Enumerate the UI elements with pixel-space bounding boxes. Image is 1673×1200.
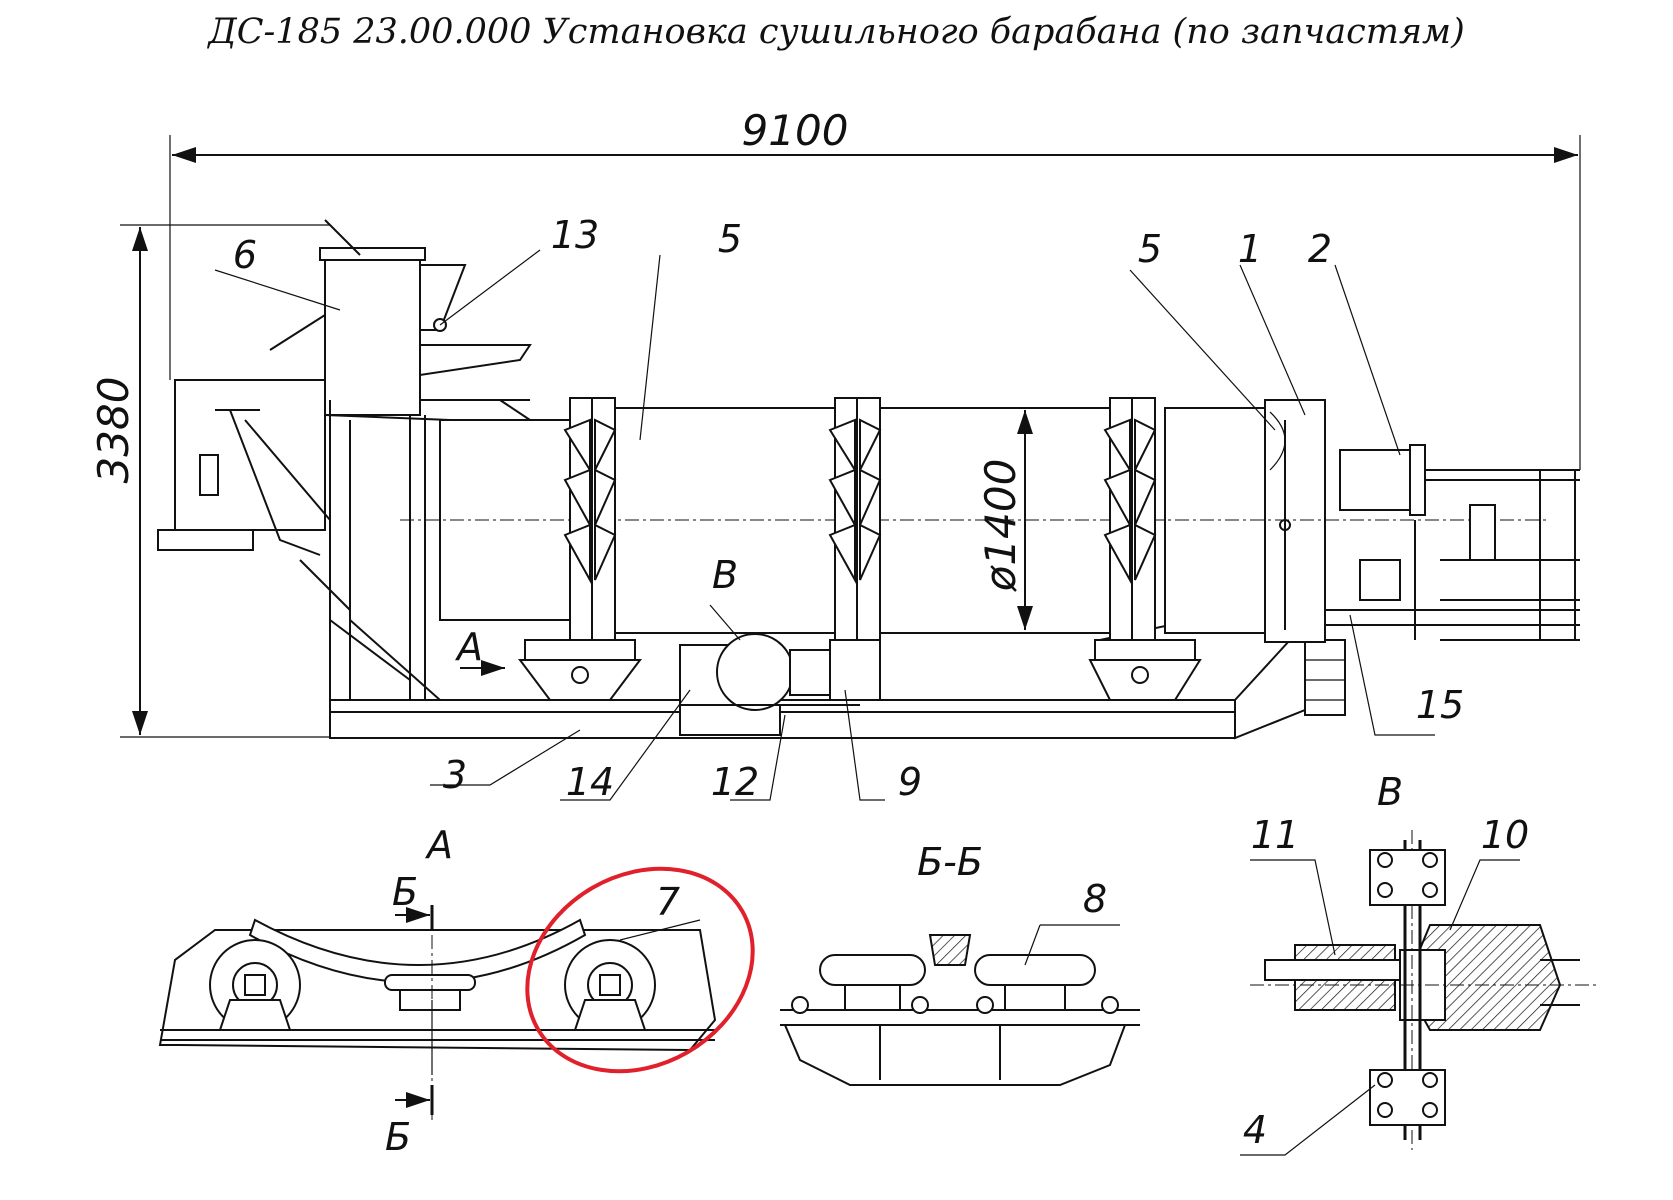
- feed-hopper: [269, 219, 532, 421]
- callout-10: 10: [1481, 813, 1529, 857]
- section-mark-bottom: Б: [385, 1085, 434, 1159]
- dimension-length: 9100: [169, 106, 1581, 470]
- view-v-title: В: [1377, 770, 1403, 814]
- roller-bb: [791, 954, 929, 1014]
- view-a-marker: А: [454, 625, 483, 669]
- view-v-detail: В 11 10 4: [1240, 770, 1600, 1156]
- support-roller: [564, 939, 656, 1031]
- dimension-height: 3380: [89, 224, 330, 738]
- roller-support: [1088, 639, 1202, 701]
- drum-body: [400, 399, 1550, 643]
- callout-15: 15: [1416, 683, 1464, 727]
- leader-lines: [214, 249, 1435, 801]
- view-a-detail: А Б Б 7: [158, 823, 755, 1159]
- section-mark-bottom-label: Б: [385, 1115, 411, 1159]
- callout-14: 14: [566, 760, 614, 804]
- callout-11: 11: [1251, 813, 1299, 857]
- burner-unit: [1339, 444, 1580, 641]
- inlet-chamber: [157, 379, 451, 701]
- chain-link: [1369, 1069, 1446, 1126]
- callout-13: 13: [551, 213, 599, 257]
- chain-link: [1369, 849, 1446, 906]
- dimension-diameter: ø1400: [976, 410, 1033, 630]
- section-mark-top: Б: [392, 870, 434, 930]
- callout-5a: 5: [718, 217, 742, 261]
- callout-8: 8: [1083, 877, 1107, 921]
- highlight-circle: [525, 866, 755, 1074]
- dimension-length-label: 9100: [742, 106, 849, 155]
- support-roller: [209, 939, 301, 1031]
- callout-7: 7: [656, 880, 680, 924]
- view-a-arrow: А: [454, 625, 505, 676]
- section-mark-top-label: Б: [392, 870, 418, 914]
- callout-2: 2: [1308, 227, 1332, 271]
- callout-12: 12: [711, 760, 759, 804]
- callout-3: 3: [443, 753, 467, 797]
- drive-unit: [679, 633, 881, 711]
- dimension-height-label: 3380: [89, 377, 138, 484]
- section-bb-detail: Б-Б 8: [780, 840, 1140, 1086]
- drum-tyre-ring: [563, 397, 617, 644]
- callout-6: 6: [233, 233, 257, 277]
- callout-4: 4: [1243, 1108, 1267, 1152]
- view-a-title: А: [424, 823, 453, 867]
- roller-support: [518, 639, 642, 701]
- main-view: ø1400: [157, 213, 1580, 804]
- callout-9: 9: [898, 760, 922, 804]
- dimension-diameter-label: ø1400: [976, 459, 1025, 593]
- drum-tyre-ring: [828, 397, 882, 644]
- drawing-title: ДС-185 23.00.000 Установка сушильного ба…: [208, 12, 1465, 52]
- callout-5b: 5: [1138, 227, 1162, 271]
- drum-tyre-ring: [1103, 397, 1157, 644]
- roller-bb: [974, 954, 1119, 1014]
- view-v-marker: В: [712, 553, 738, 597]
- callout-1: 1: [1238, 227, 1262, 271]
- section-bb-title: Б-Б: [917, 840, 983, 884]
